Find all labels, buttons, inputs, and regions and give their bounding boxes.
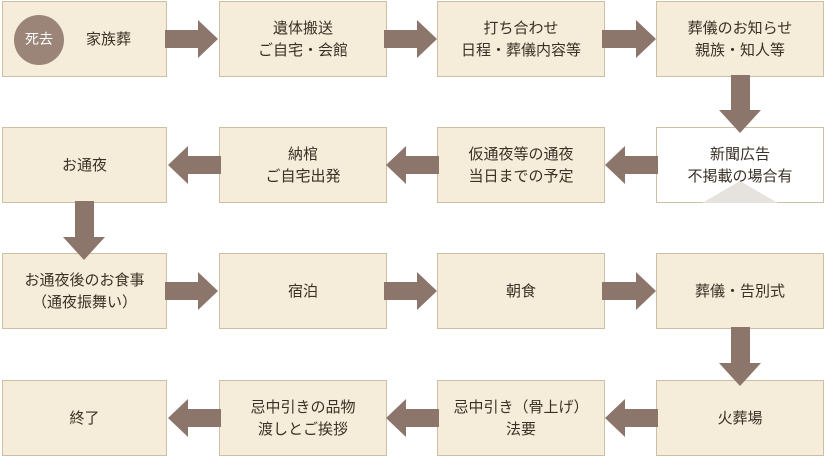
- step-label: 葬儀のお知らせ 親族・知人等: [687, 19, 793, 59]
- arrow-down: [719, 75, 761, 133]
- step-label: 終了: [69, 409, 100, 427]
- step-arrangement-meeting: 打ち合わせ 日程・葬儀内容等: [437, 1, 605, 77]
- arrow-right: [602, 272, 656, 310]
- step-label: お通夜後のお食事 （通夜振舞い）: [24, 271, 145, 311]
- step-funeral-notice: 葬儀のお知らせ 親族・知人等: [656, 1, 824, 77]
- arrow-left: [168, 399, 221, 437]
- step-label: 朝食: [505, 282, 536, 300]
- step-label: 納棺 ご自宅出発: [265, 145, 341, 185]
- arrow-left: [386, 399, 439, 437]
- arrow-right: [384, 272, 437, 310]
- step-breakfast: 朝食: [437, 253, 605, 329]
- step-label: 宿泊: [287, 282, 318, 300]
- step-crematorium: 火葬場: [656, 380, 824, 456]
- arrow-down: [63, 201, 105, 260]
- step-wake-schedule: 仮通夜等の通夜 当日までの予定: [437, 127, 605, 203]
- arrow-right: [602, 20, 656, 58]
- step-newspaper-notice: 新聞広告 不掲載の場合有: [656, 127, 824, 203]
- step-end: 終了: [2, 380, 167, 456]
- step-family-funeral: 死去 家族葬: [2, 1, 167, 77]
- arrow-left: [605, 146, 658, 184]
- step-gift-and-greeting: 忌中引きの品物 渡しとご挨拶: [219, 380, 387, 456]
- step-funeral-ceremony: 葬儀・告別式: [656, 253, 824, 329]
- arrow-left: [168, 146, 221, 184]
- step-label: 家族葬: [85, 30, 131, 48]
- step-label: 遺体搬送 ご自宅・会館: [257, 19, 348, 59]
- arrow-right: [165, 20, 218, 58]
- step-label: 仮通夜等の通夜 当日までの予定: [468, 145, 574, 185]
- death-badge: 死去: [14, 15, 64, 65]
- step-label: 葬儀・告別式: [694, 282, 785, 300]
- step-label: 打ち合わせ 日程・葬儀内容等: [460, 19, 581, 59]
- step-lodging: 宿泊: [219, 253, 387, 329]
- step-label: 新聞広告 不掲載の場合有: [687, 145, 793, 185]
- step-label: 忌中引きの品物 渡しとご挨拶: [250, 398, 356, 438]
- step-label: 火葬場: [717, 409, 763, 427]
- step-label: お通夜: [61, 156, 107, 174]
- arrow-down: [719, 327, 761, 386]
- arrow-left: [605, 399, 658, 437]
- triangle-decoration: [702, 181, 778, 203]
- arrow-left: [386, 146, 439, 184]
- arrow-right: [165, 272, 218, 310]
- step-post-wake-meal: お通夜後のお食事 （通夜振舞い）: [2, 253, 167, 329]
- step-memorial-service: 忌中引き（骨上げ） 法要: [437, 380, 605, 456]
- step-encoffining: 納棺 ご自宅出発: [219, 127, 387, 203]
- arrow-right: [384, 20, 437, 58]
- step-body-transport: 遺体搬送 ご自宅・会館: [219, 1, 387, 77]
- step-label: 忌中引き（骨上げ） 法要: [453, 398, 589, 438]
- step-wake: お通夜: [2, 127, 167, 203]
